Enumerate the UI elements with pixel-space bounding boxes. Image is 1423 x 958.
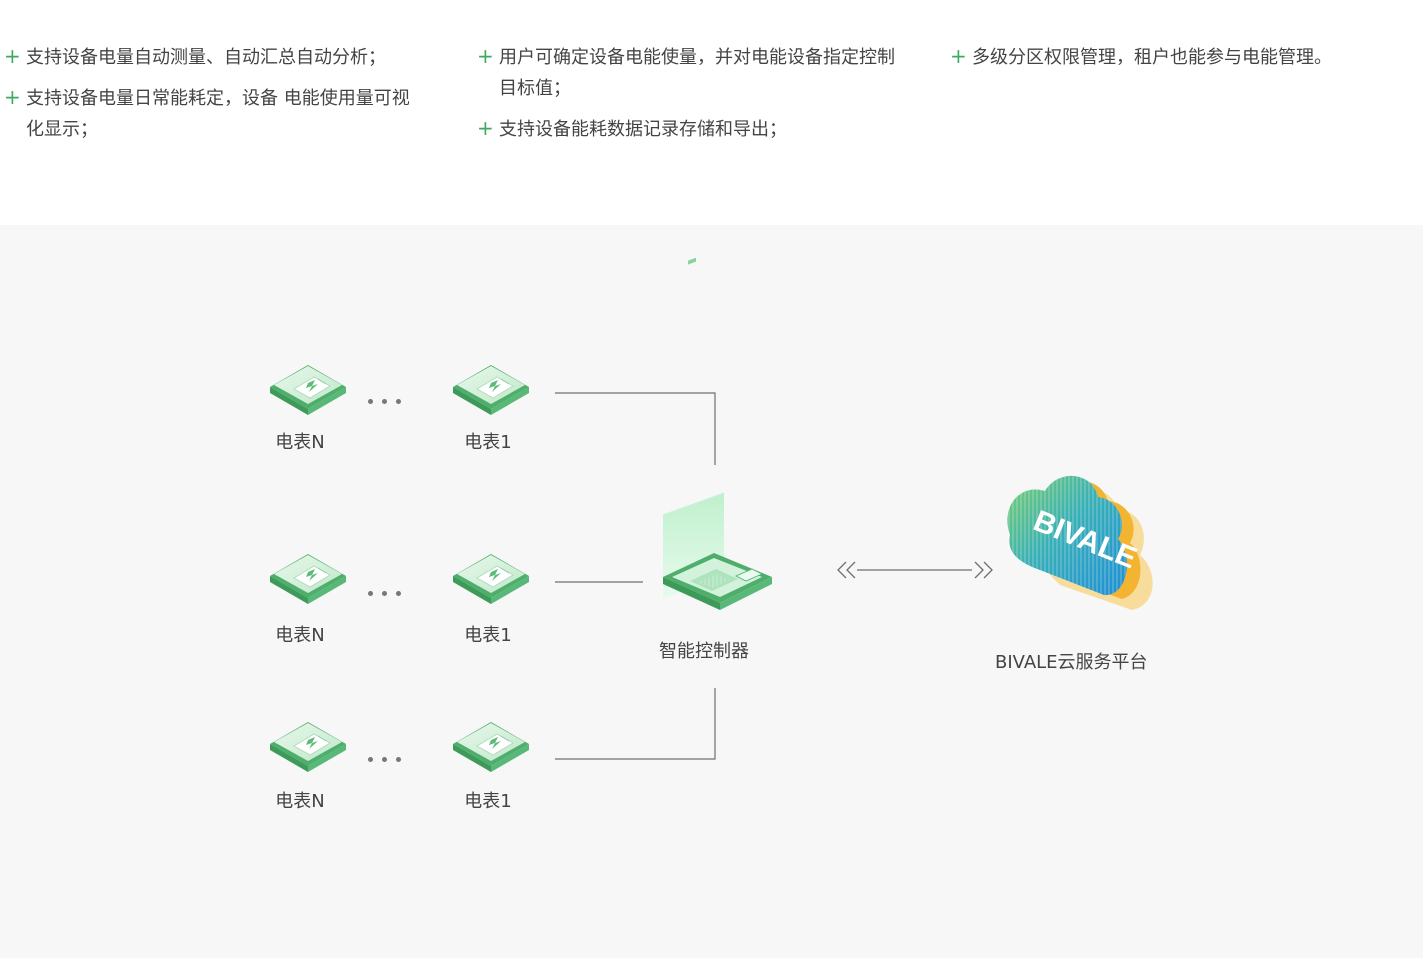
bidirectional-arrow — [837, 561, 993, 579]
meter-label-n: 电表N — [275, 791, 325, 812]
diagram-canvas: BIVALE — [269, 257, 1153, 772]
feature-list-section: + 支持设备电量自动测量、自动汇总自动分析； + 支持设备电量日常能耗定，设备 … — [0, 0, 1423, 225]
cloud-label: BIVALE云服务平台 — [995, 652, 1148, 673]
meter-label-n: 电表N — [275, 432, 325, 453]
connector-line — [555, 688, 716, 760]
meter-label-1: 电表1 — [464, 791, 512, 812]
feature-item: + 支持设备电量自动测量、自动汇总自动分析； — [4, 42, 444, 73]
feature-column-2: + 用户可确定设备电能使量，并对电能设备指定控制目标值； + 支持设备能耗数据记… — [477, 42, 917, 155]
feature-column-1: + 支持设备电量自动测量、自动汇总自动分析； + 支持设备电量日常能耗定，设备 … — [4, 42, 444, 155]
ellipsis-dots — [368, 757, 408, 765]
meter-label-1: 电表1 — [464, 625, 512, 646]
feature-column-3: + 多级分区权限管理，租户也能参与电能管理。 — [950, 42, 1420, 83]
controller-icon — [662, 257, 772, 610]
ellipsis-dots — [368, 399, 408, 407]
meter-label-1: 电表1 — [464, 432, 512, 453]
feature-item: + 支持设备电量日常能耗定，设备 电能使用量可视化显示； — [4, 83, 444, 145]
feature-text: 用户可确定设备电能使量，并对电能设备指定控制目标值； — [499, 47, 895, 99]
meter-label-n: 电表N — [275, 625, 325, 646]
plus-icon: + — [477, 44, 494, 68]
feature-text: 支持设备电量日常能耗定，设备 电能使用量可视化显示； — [26, 88, 410, 140]
feature-text: 支持设备电量自动测量、自动汇总自动分析； — [26, 47, 386, 68]
meter-icon — [452, 553, 530, 604]
meter-icon — [269, 364, 347, 415]
cloud-icon: BIVALE — [1007, 475, 1153, 610]
feature-item: + 用户可确定设备电能使量，并对电能设备指定控制目标值； — [477, 42, 917, 104]
feature-text: 支持设备能耗数据记录存储和导出； — [499, 119, 787, 140]
meter-icon — [452, 721, 530, 772]
controller-label: 智能控制器 — [659, 641, 749, 662]
feature-item: + 多级分区权限管理，租户也能参与电能管理。 — [950, 42, 1420, 73]
meter-icon — [269, 553, 347, 604]
topology-diagram: BIVALE 电表N 电表1 电表N 电表1 电表N 电表1 智能控制器 BIV… — [0, 225, 1423, 958]
feature-text: 多级分区权限管理，租户也能参与电能管理。 — [972, 47, 1332, 68]
plus-icon: + — [4, 85, 21, 109]
feature-item: + 支持设备能耗数据记录存储和导出； — [477, 114, 917, 145]
connector-line — [555, 392, 716, 465]
ellipsis-dots — [368, 591, 408, 599]
plus-icon: + — [950, 44, 967, 68]
plus-icon: + — [4, 44, 21, 68]
meter-icon — [452, 364, 530, 415]
plus-icon: + — [477, 116, 494, 140]
meter-icon — [269, 721, 347, 772]
